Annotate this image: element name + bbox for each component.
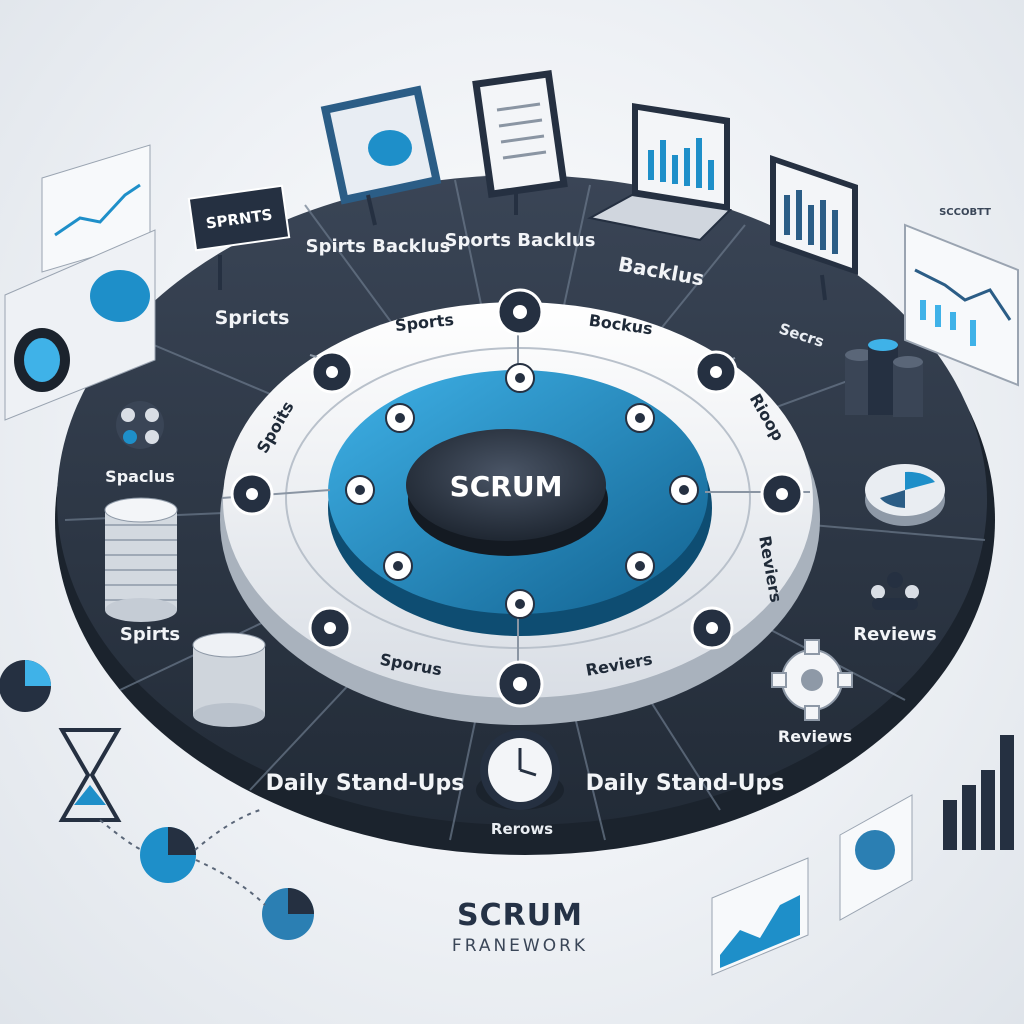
segment-label: Daily Stand-Ups (266, 771, 465, 796)
gear-icon (771, 639, 853, 721)
floating-pie-card (4, 229, 156, 421)
center-label: SCRUM (450, 470, 563, 503)
segment-label: Spaclus (105, 467, 175, 486)
node-marker (310, 350, 354, 394)
pie-chart-icon (0, 660, 51, 712)
sprints-sign: SPRNTS (187, 184, 291, 290)
node-marker (694, 350, 738, 394)
pie-chart-icon (262, 888, 314, 940)
clock-icon (476, 730, 564, 810)
node-marker (383, 551, 413, 581)
laptop-icon (587, 103, 733, 242)
segment-label: Spricts (215, 307, 290, 329)
node-marker (345, 475, 375, 505)
footer-title: SCRUM (457, 898, 583, 933)
node-marker (690, 606, 734, 650)
node-marker (308, 606, 352, 650)
clipboard-monitor-icon (472, 70, 568, 215)
segment-label: Daily Stand-Ups (586, 771, 785, 796)
monitor-pie-icon (320, 85, 442, 226)
team-icon (871, 572, 919, 610)
node-marker (230, 472, 274, 516)
segment-label: Reviews (853, 624, 937, 645)
node-marker (496, 660, 544, 708)
node-marker (669, 475, 699, 505)
node-marker (505, 363, 535, 393)
center-disc (406, 429, 606, 541)
meeting-icon (116, 401, 164, 449)
node-marker (625, 403, 655, 433)
segment-label: Rerows (491, 820, 553, 838)
data-stack-icon (845, 339, 923, 417)
node-marker (496, 288, 544, 336)
node-marker (505, 589, 535, 619)
bar-chart-monitor-icon (770, 155, 858, 301)
node-marker (625, 551, 655, 581)
node-markers (230, 288, 804, 708)
pie-chart-icon (140, 827, 196, 883)
line-chart-panel (904, 223, 1019, 387)
segment-label: Reviews (778, 727, 852, 746)
dotted-connector (99, 809, 266, 906)
stacked-discs-icon (104, 497, 178, 622)
pie-puck-icon (865, 464, 945, 526)
segment-label: Sports Backlus (445, 230, 596, 251)
node-marker (385, 403, 415, 433)
hourglass-icon (58, 728, 122, 822)
bar-chart-3d (943, 735, 1014, 850)
node-marker (760, 472, 804, 516)
segment-label: Spirts (120, 624, 180, 645)
top-right-text: SCCOBTT (939, 207, 991, 218)
footer-subtitle: FRANEWORK (452, 936, 588, 956)
segment-label: Spirts Backlus (306, 236, 451, 257)
floating-pie-card (839, 794, 913, 921)
stacked-cups-icon (192, 632, 266, 727)
floating-area-chart (711, 857, 809, 976)
